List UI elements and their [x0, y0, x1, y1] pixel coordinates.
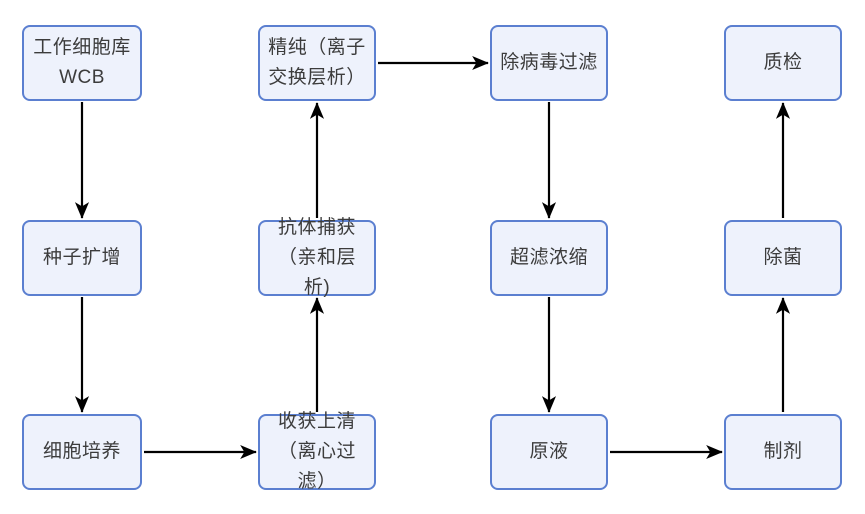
flow-node-sterilize[interactable]: 除菌 — [724, 220, 842, 296]
flow-node-label: 细胞培养 — [42, 441, 121, 462]
flow-node-wcb[interactable]: 工作细胞库 WCB — [22, 25, 142, 101]
flow-node-label: 种子扩增 — [42, 247, 121, 268]
flow-node-label: 制剂 — [763, 441, 803, 462]
flow-node-label: 质检 — [763, 52, 803, 73]
flow-node-label: 原液 — [529, 441, 569, 462]
flow-node-ultrafilt[interactable]: 超滤浓缩 — [490, 220, 608, 296]
flow-node-label: 精纯（离子交换层析） — [268, 37, 366, 88]
flow-node-label: 收获上清 （离心过滤） — [277, 411, 356, 492]
flow-node-bulk[interactable]: 原液 — [490, 414, 608, 490]
flow-node-label: 超滤浓缩 — [509, 247, 588, 268]
flow-node-capture[interactable]: 抗体捕获（亲和层析) — [258, 217, 376, 298]
flow-node-seed[interactable]: 种子扩增 — [22, 220, 142, 296]
flow-node-label: 除病毒过滤 — [500, 52, 598, 73]
flow-node-purify[interactable]: 精纯（离子交换层析） — [258, 25, 376, 101]
flow-node-qc[interactable]: 质检 — [724, 25, 842, 101]
flow-node-formulate[interactable]: 制剂 — [724, 414, 842, 490]
flow-node-culture[interactable]: 细胞培养 — [22, 414, 142, 490]
flow-node-label: 工作细胞库 WCB — [33, 37, 131, 88]
flow-node-label: 除菌 — [763, 247, 803, 268]
flow-node-virusfilt[interactable]: 除病毒过滤 — [490, 25, 608, 101]
flow-node-harvest[interactable]: 收获上清 （离心过滤） — [258, 411, 376, 492]
flow-node-label: 抗体捕获（亲和层析) — [277, 217, 356, 298]
flow-edges — [74, 55, 791, 460]
